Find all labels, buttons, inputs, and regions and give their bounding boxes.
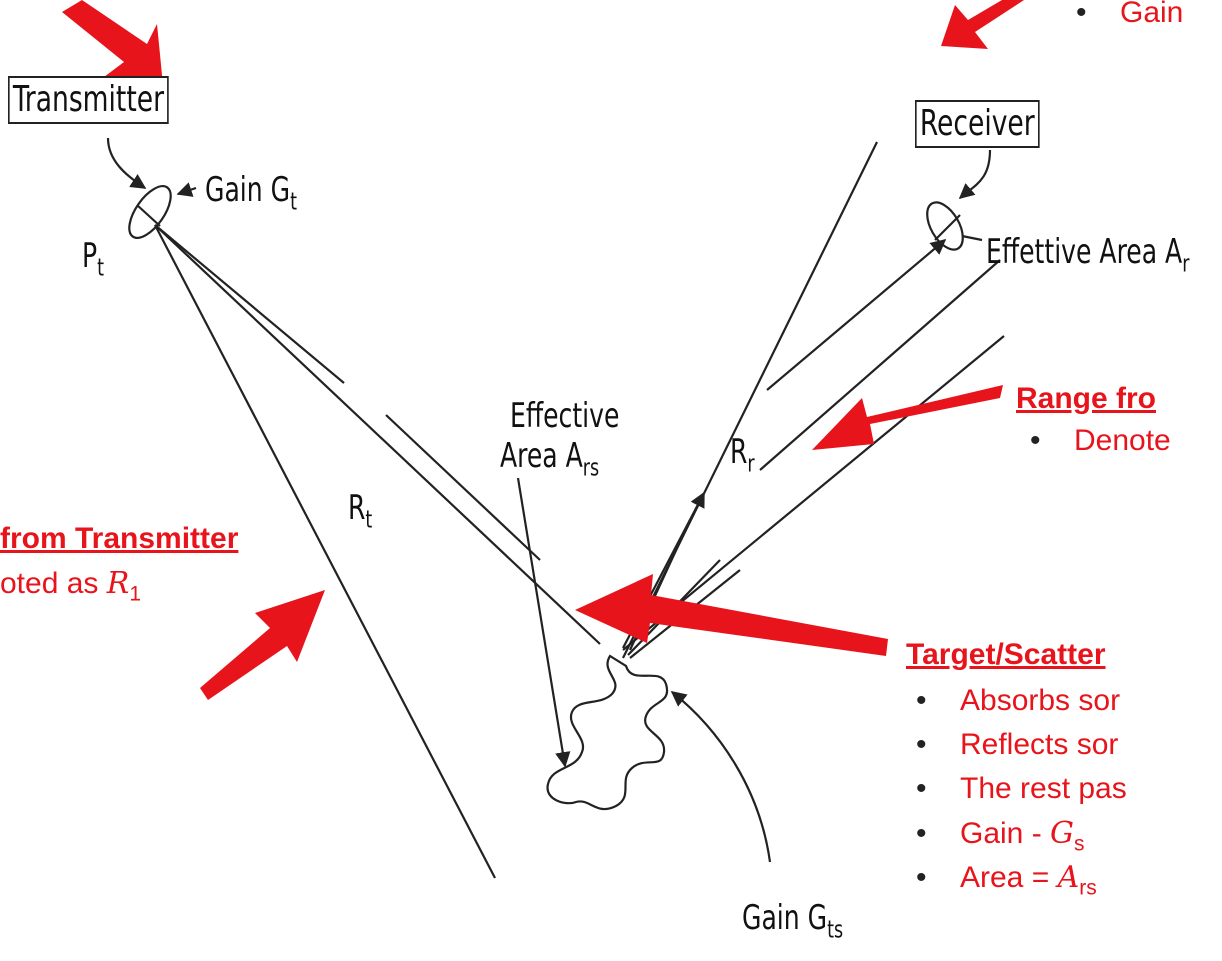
- target-bullet-1: •Absorbs sor: [916, 684, 1121, 717]
- effective-label-line1: Effective: [510, 396, 620, 436]
- transmitter-label: Transmitter: [12, 79, 164, 120]
- target-scatterer: [546, 654, 669, 811]
- transmitter-antenna: [128, 185, 172, 239]
- receiver-box: Receiver: [915, 100, 1040, 148]
- transmitter-box: Transmitter: [8, 76, 169, 124]
- range-from-receiver-text: •Denote: [1030, 424, 1171, 457]
- range-from-receiver-heading: Range fro: [1016, 382, 1157, 415]
- top-right-bullet: •: [1076, 0, 1087, 29]
- effective-label-line2: Area Ars: [500, 436, 600, 482]
- transmit-beam-upper: [154, 224, 345, 384]
- range-from-transmitter-heading: from Transmitter: [0, 522, 239, 555]
- range-t-label: Rt: [348, 488, 373, 534]
- receiver-antenna: [926, 201, 964, 251]
- target-heading: Target/Scatter: [906, 638, 1106, 671]
- red-arrow-target: [575, 574, 888, 656]
- receiver-label: Receiver: [919, 103, 1035, 144]
- target-bullet-2: •Reflects sor: [916, 728, 1119, 761]
- red-arrow-range-r: [812, 385, 1003, 450]
- target-bullet-4: •Gain - Gs: [916, 816, 1085, 856]
- target-bullet-5: •Area = Ars: [916, 860, 1097, 900]
- red-arrow-transmitter: [62, 0, 163, 85]
- transmitter-feed-line: [106, 137, 147, 189]
- receive-beam-right: [622, 335, 1005, 651]
- range-from-transmitter-text: oted as R1: [0, 566, 142, 606]
- effective-area-r-label: Effettive Area Ar: [986, 232, 1190, 278]
- transmit-beam-lower: [154, 224, 496, 879]
- power-t-label: Pt: [82, 236, 105, 282]
- receiver-feed-line: [958, 149, 992, 200]
- gain-ts-label: Gain Gts: [742, 898, 844, 944]
- top-right-gain-text: Gain: [1120, 0, 1184, 29]
- return-path: [766, 239, 947, 391]
- red-arrow-range-t: [200, 590, 325, 700]
- transmit-beam-middle: [154, 224, 601, 645]
- red-arrow-receiver: [941, 0, 1024, 49]
- range-r-label: Rr: [730, 432, 755, 478]
- gain-t-label: Gain Gt: [205, 170, 297, 216]
- gain-ts-pointer: [670, 691, 772, 863]
- effective-area-pointer: [516, 477, 571, 768]
- target-bullet-3: •The rest pas: [916, 772, 1127, 805]
- gain-t-pointer: [176, 182, 197, 197]
